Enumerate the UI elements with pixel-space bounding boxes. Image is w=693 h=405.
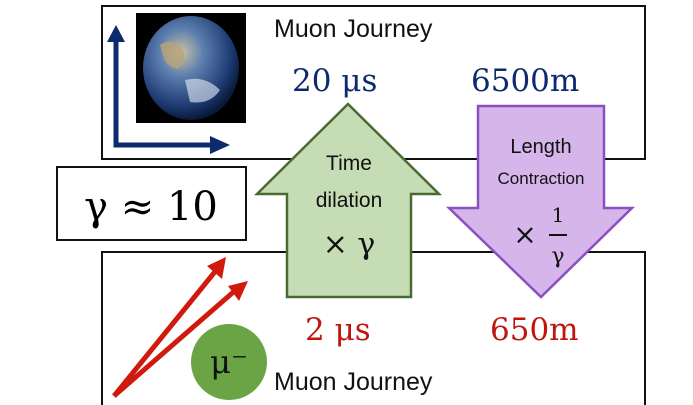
gamma-label: γ ≈ 10 [84, 184, 218, 230]
earth-frame-axes-icon [107, 25, 230, 154]
bottom-panel-title: Muon Journey [274, 368, 433, 396]
gamma-box [56, 166, 247, 241]
earth-image [136, 13, 246, 123]
muon-particle-icon [191, 324, 267, 400]
length-contraction-arrow [445, 104, 636, 299]
muon-label: μ⁻ [210, 343, 248, 381]
muon-distance: 650m [490, 312, 579, 348]
time-dilation-factor: × γ [323, 227, 376, 262]
dilated-time: 20 μs [292, 63, 377, 99]
muon-frame-axes-icon [112, 257, 248, 398]
fraction-denominator: γ [551, 244, 564, 269]
earth-distance: 6500m [471, 63, 579, 99]
length-contraction-line1: Length [510, 136, 571, 158]
time-dilation-line1: Time [326, 152, 372, 175]
length-contraction-line2: Contraction [498, 169, 585, 188]
fraction-numerator: 1 [552, 203, 565, 227]
length-contraction-times: × [513, 218, 536, 251]
time-dilation-line2: dilation [316, 189, 383, 212]
time-dilation-arrow [253, 102, 443, 299]
top-panel-title: Muon Journey [274, 15, 433, 43]
proper-time: 2 μs [305, 312, 371, 348]
